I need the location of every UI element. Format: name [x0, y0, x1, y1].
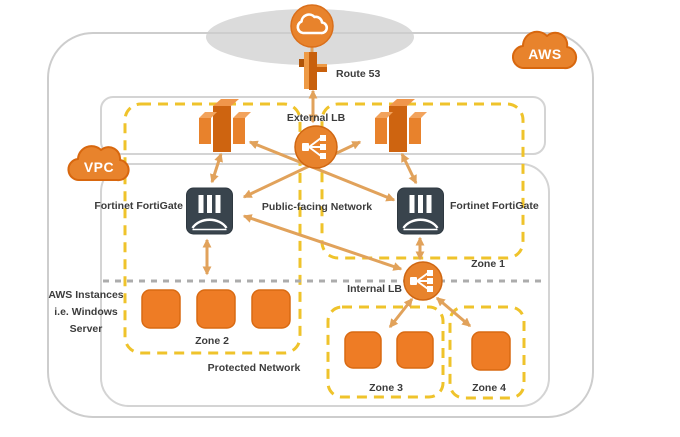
zone2-instance-3 — [251, 289, 291, 329]
ec2-instances-left-icon — [199, 99, 251, 152]
fortigate-right-label: Fortinet FortiGate — [450, 200, 539, 212]
fortigate-right-icon — [397, 187, 444, 235]
ec2-instances-right-icon — [375, 99, 427, 152]
fortigate-left-label: Fortinet FortiGate — [94, 200, 183, 212]
internal-lb-icon — [403, 261, 443, 301]
internal-lb-label: Internal LB — [347, 283, 402, 295]
aws-instances-note-line2: i.e. Windows — [54, 306, 118, 318]
public-facing-network-label: Public-facing Network — [261, 201, 373, 213]
aws-instances-note: AWS Instances i.e. Windows Server — [40, 287, 132, 338]
fortigate-left-icon — [186, 187, 233, 235]
aws-instances-note-line1: AWS Instances — [48, 289, 124, 301]
zone2-instance-1 — [141, 289, 181, 329]
instance-squares — [141, 289, 511, 371]
vpc-cloud-badge-icon — [67, 145, 130, 182]
protected-network-label: Protected Network — [207, 362, 301, 374]
zone2-label: Zone 2 — [195, 335, 229, 347]
zone4-label: Zone 4 — [472, 382, 506, 394]
aws-badge-label: AWS — [528, 46, 562, 62]
aws-cloud-badge-icon — [511, 30, 578, 70]
internet-cloud-icon — [290, 4, 334, 48]
zone4-instance-1 — [471, 331, 511, 371]
zone3-instance-2 — [396, 331, 434, 369]
route53-icon — [299, 52, 327, 90]
zone4-boundary — [448, 305, 526, 400]
route53-label: Route 53 — [336, 68, 381, 80]
external-lb-label: External LB — [286, 112, 346, 124]
aws-instances-note-line3: Server — [69, 323, 103, 335]
zone3-label: Zone 3 — [369, 382, 403, 394]
vpc-badge-label: VPC — [83, 159, 115, 175]
zone2-instance-2 — [196, 289, 236, 329]
zone3-boundary — [326, 305, 445, 399]
external-lb-icon — [294, 125, 338, 169]
zone1-label: Zone 1 — [471, 258, 505, 270]
zone3-instance-1 — [344, 331, 382, 369]
